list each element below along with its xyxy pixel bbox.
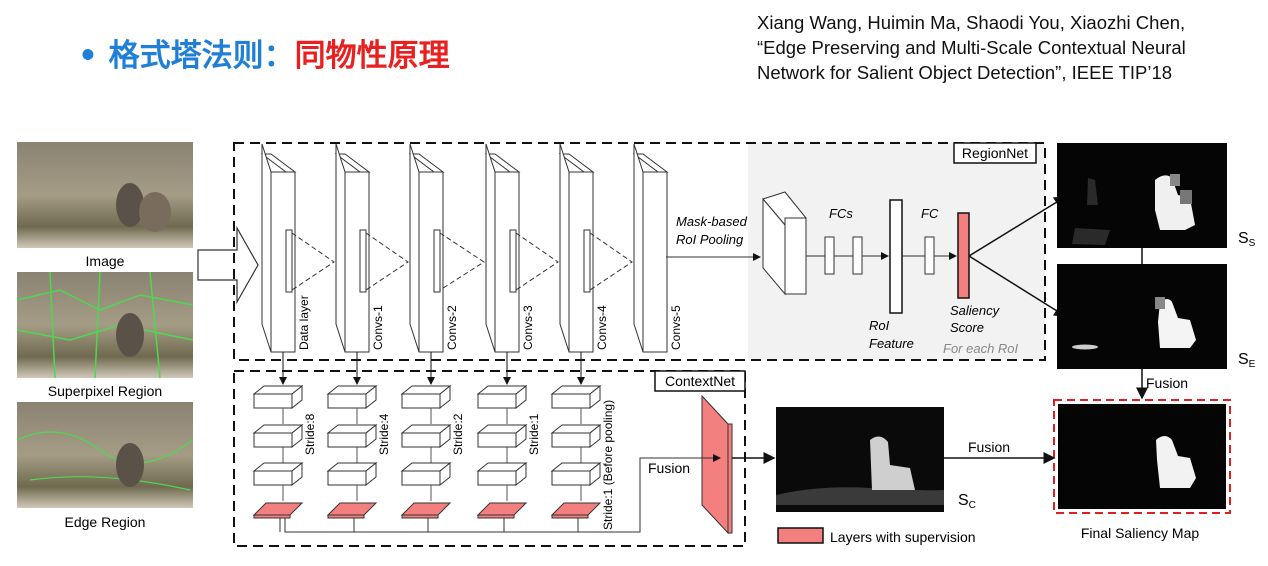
roi-pooling-block (762, 191, 807, 296)
fc-layer (852, 236, 863, 275)
conv-layer-label: Convs-5 (669, 305, 683, 350)
supervised-layer (400, 502, 452, 519)
context-conv-block (550, 384, 602, 410)
context-conv-block (550, 423, 602, 449)
stride-label: Stride:1 (Before pooling) (601, 400, 615, 530)
context-conv-block (252, 461, 304, 487)
fcs-label: FCs (829, 206, 853, 221)
supervised-layer (252, 502, 304, 519)
context-conv-block (550, 461, 602, 487)
fc-label: FC (921, 206, 939, 221)
supervised-layer (476, 502, 528, 519)
edge-image (16, 402, 194, 508)
fusion-label-context: Fusion (648, 460, 690, 476)
conv-layer-label: Convs-1 (371, 305, 385, 350)
final-label: Final Saliency Map (1081, 525, 1199, 541)
fc-layer (824, 236, 835, 275)
supervised-layer (550, 502, 602, 519)
fc-layer (924, 236, 935, 275)
conv-layer-block (334, 143, 409, 353)
fusion-label-right: Fusion (1146, 375, 1188, 391)
conv-layer-label: Convs-3 (521, 305, 535, 350)
title-red: 同物性原理 (294, 38, 450, 74)
legend-swatch (777, 527, 824, 544)
conv-layer-block (484, 143, 559, 353)
roi-feature-layer (889, 199, 903, 314)
label-edge: Edge Region (65, 514, 146, 530)
slide-title: • 格式塔法则：同物性原理 (78, 30, 450, 75)
conv-layer-label: Convs-4 (595, 305, 609, 350)
conv-layer-label: Convs-2 (445, 305, 459, 350)
conv-layer-block (408, 143, 485, 353)
conv-layer-label: Data layer (297, 295, 311, 350)
stride-label: Stride:1 (527, 413, 541, 455)
context-conv-block (252, 423, 304, 449)
saliency-map-sc (776, 407, 944, 512)
conv-layer-block (632, 143, 669, 353)
context-conv-block (400, 423, 452, 449)
label-image: Image (86, 253, 125, 269)
citation: Xiang Wang, Huimin Ma, Shaodi You, Xiaoz… (757, 12, 1186, 83)
stride-label: Stride:2 (451, 413, 465, 455)
regionnet-label: RegionNet (962, 145, 1028, 161)
roi-feature-label-2: Feature (869, 336, 914, 351)
roi-feature-label-1: RoI (869, 318, 890, 333)
for-each-roi-label: For each RoI (943, 341, 1019, 356)
contextnet-label: ContextNet (665, 373, 735, 389)
final-saliency-map (1058, 404, 1226, 509)
conv-layer-block (558, 143, 633, 353)
se-label: SE (1238, 351, 1256, 370)
context-conv-block (476, 461, 528, 487)
saliency-score-layer (957, 212, 970, 299)
superpixel-image (16, 271, 194, 379)
pooling-label-1: Mask-based (676, 214, 748, 229)
fusion-label-bottom: Fusion (968, 439, 1010, 455)
context-conv-block (476, 384, 528, 410)
conv-layer-block (260, 143, 335, 353)
title-blue: 格式塔法则： (108, 38, 295, 74)
saliency-map-ss (1057, 143, 1227, 248)
contextnet-fusion-layer (701, 394, 733, 535)
supervised-layer (326, 502, 378, 519)
context-conv-block (400, 461, 452, 487)
context-conv-block (476, 423, 528, 449)
legend-label: Layers with supervision (830, 529, 976, 545)
label-superpixel: Superpixel Region (48, 383, 162, 399)
context-conv-block (326, 461, 378, 487)
context-conv-block (326, 384, 378, 410)
stride-label: Stride:4 (377, 413, 391, 455)
saliency-map-se (1057, 264, 1227, 369)
stride-label: Stride:8 (303, 413, 317, 455)
ss-label: SS (1238, 230, 1256, 249)
saliency-score-label-1: Saliency (950, 303, 1001, 318)
sc-label: SC (958, 492, 976, 511)
bullet: • (78, 38, 98, 74)
pooling-label-2: RoI Pooling (676, 232, 744, 247)
context-conv-block (252, 384, 304, 410)
input-arrow-icon (197, 225, 259, 305)
context-conv-block (326, 423, 378, 449)
context-conv-block (400, 384, 452, 410)
input-image (17, 142, 193, 248)
saliency-score-label-2: Score (950, 320, 984, 335)
regionnet-box (233, 142, 1046, 361)
